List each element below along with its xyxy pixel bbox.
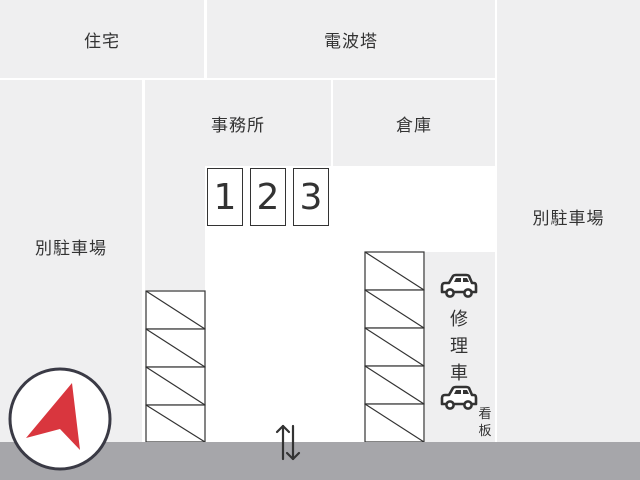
parking-slot-2[interactable]: 2	[250, 168, 286, 226]
other-parking-right-block	[497, 0, 640, 442]
radio-tower-block	[207, 0, 495, 78]
parking-slot-1[interactable]: 1	[207, 168, 243, 226]
signboard-char: 看	[478, 407, 492, 422]
housing-block	[0, 0, 204, 78]
office-label: 事務所	[211, 115, 265, 136]
road	[0, 442, 640, 480]
other-parking-left-label: 別駐車場	[35, 238, 107, 259]
signboard-char: 板	[478, 424, 492, 439]
other-parking-right-label: 別駐車場	[532, 208, 605, 229]
warehouse-block	[333, 80, 495, 166]
warehouse-label: 倉庫	[396, 115, 432, 136]
repair-cars-label: 修 理 車	[447, 306, 471, 387]
radio-tower-label: 電波塔	[324, 31, 378, 52]
signboard-label: 看 板	[476, 406, 494, 440]
office-side-block	[145, 166, 205, 290]
north-arrow-icon	[8, 367, 112, 471]
office-block	[145, 80, 331, 166]
two-way-arrow-icon	[275, 424, 301, 461]
hatched-slots-left	[145, 290, 206, 443]
car-icon	[440, 273, 478, 298]
repair-cars-char: 車	[450, 363, 468, 384]
car-icon	[440, 385, 478, 410]
parking-slot-3[interactable]: 3	[293, 168, 329, 226]
housing-label: 住宅	[84, 31, 120, 52]
hatched-slots-middle	[364, 251, 425, 443]
repair-cars-char: 理	[450, 336, 468, 357]
repair-cars-char: 修	[450, 309, 468, 330]
